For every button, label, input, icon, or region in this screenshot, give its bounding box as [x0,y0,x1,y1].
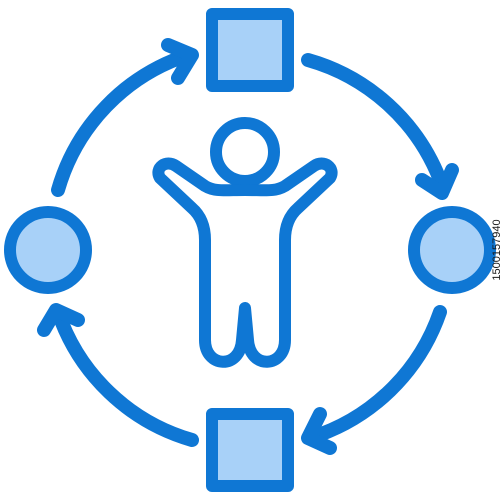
arc-bottom-left [51,305,199,447]
arc-bottom-right [303,305,447,445]
arrow-head-bottom-right [301,407,337,455]
bottom-square-node [206,408,294,492]
left-circle-node [4,206,92,294]
arc-top-left [51,48,195,197]
person-head [210,117,280,187]
arrow-head-top-left [161,38,199,85]
watermark-text: 1500157940 [491,219,500,281]
top-square-node [206,8,294,92]
arrow-head-top-right [415,163,459,200]
person-body [152,157,338,368]
arc-top-right [301,53,447,187]
arrow-head-bottom-left [37,303,85,337]
right-circle-node [408,206,496,294]
